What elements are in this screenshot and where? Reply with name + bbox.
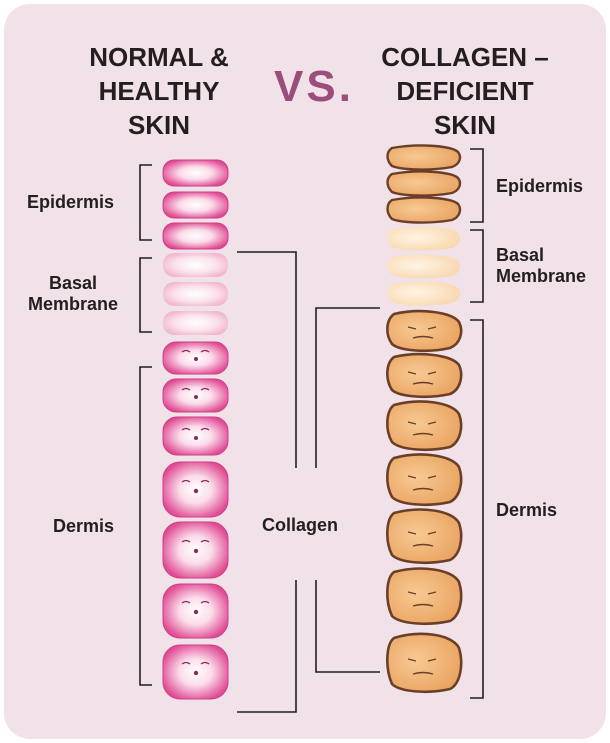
deficient-epidermis-cell bbox=[388, 197, 461, 222]
left-brackets bbox=[140, 165, 152, 685]
collagen-line-left bbox=[237, 252, 296, 468]
healthy-basal-cell bbox=[163, 253, 228, 277]
vs-label: VS. bbox=[264, 62, 364, 112]
deficient-epidermis-cell bbox=[388, 145, 461, 169]
healthy-epidermis-cell bbox=[163, 192, 228, 218]
healthy-cell-column bbox=[163, 160, 228, 699]
healthy-basal-cell bbox=[163, 282, 228, 306]
healthy-dermis-cell bbox=[163, 522, 228, 578]
healthy-dermis-cell bbox=[163, 462, 228, 517]
title-deficient-skin: COLLAGEN – DEFICIENT SKIN bbox=[355, 40, 575, 142]
deficient-dermis-cell bbox=[387, 569, 461, 624]
deficient-dermis-cell bbox=[387, 455, 461, 505]
title-healthy-line-1: NORMAL & bbox=[44, 40, 274, 74]
deficient-epidermis-cell bbox=[388, 171, 461, 195]
deficient-basal-cell bbox=[388, 281, 461, 305]
collagen-connectors bbox=[237, 252, 380, 712]
deficient-dermis-cell bbox=[387, 510, 461, 563]
deficient-cell-column bbox=[387, 145, 461, 691]
healthy-dermis-cell bbox=[163, 645, 228, 699]
healthy-epidermis-cell bbox=[163, 223, 228, 249]
title-deficient-line-2: DEFICIENT bbox=[355, 74, 575, 108]
healthy-dermis-cell bbox=[163, 379, 228, 412]
deficient-basal-cell bbox=[388, 254, 461, 278]
bracket-epidermis-right bbox=[470, 149, 483, 222]
healthy-epidermis-cell bbox=[163, 160, 228, 186]
right-label-basal-membrane: Basal Membrane bbox=[496, 245, 586, 287]
collagen-line-right-bottom bbox=[316, 580, 380, 672]
left-label-epidermis: Epidermis bbox=[27, 192, 114, 213]
deficient-dermis-cell bbox=[387, 354, 461, 397]
title-healthy-line-3: SKIN bbox=[44, 108, 274, 142]
collagen-line-right bbox=[316, 308, 380, 468]
bracket-epidermis-left bbox=[140, 165, 152, 240]
healthy-dermis-cell bbox=[163, 584, 228, 638]
deficient-dermis-cell bbox=[387, 311, 461, 351]
right-label-dermis: Dermis bbox=[496, 500, 557, 521]
title-deficient-line-1: COLLAGEN – bbox=[355, 40, 575, 74]
bracket-dermis-right bbox=[470, 320, 483, 698]
collagen-line-left-bottom bbox=[237, 580, 296, 712]
healthy-dermis-cell bbox=[163, 342, 228, 374]
center-label-collagen: Collagen bbox=[262, 515, 338, 536]
left-label-basal-line-2: Membrane bbox=[18, 294, 128, 315]
title-healthy-skin: NORMAL & HEALTHY SKIN bbox=[44, 40, 274, 142]
left-label-basal-line-1: Basal bbox=[18, 273, 128, 294]
right-label-basal-line-2: Membrane bbox=[496, 266, 586, 287]
bracket-basal-left bbox=[140, 258, 152, 332]
bracket-dermis-left bbox=[140, 367, 152, 685]
deficient-dermis-cell bbox=[387, 402, 461, 450]
title-deficient-line-3: SKIN bbox=[355, 108, 575, 142]
title-healthy-line-2: HEALTHY bbox=[44, 74, 274, 108]
left-label-dermis: Dermis bbox=[53, 516, 114, 537]
right-label-basal-line-1: Basal bbox=[496, 245, 586, 266]
deficient-basal-cell bbox=[388, 226, 461, 250]
right-label-epidermis: Epidermis bbox=[496, 176, 583, 197]
right-brackets bbox=[470, 149, 483, 698]
deficient-dermis-cell bbox=[387, 634, 461, 692]
healthy-basal-cell bbox=[163, 311, 228, 335]
healthy-dermis-cell bbox=[163, 417, 228, 455]
left-label-basal-membrane: Basal Membrane bbox=[18, 273, 128, 315]
bracket-basal-right bbox=[470, 230, 483, 302]
